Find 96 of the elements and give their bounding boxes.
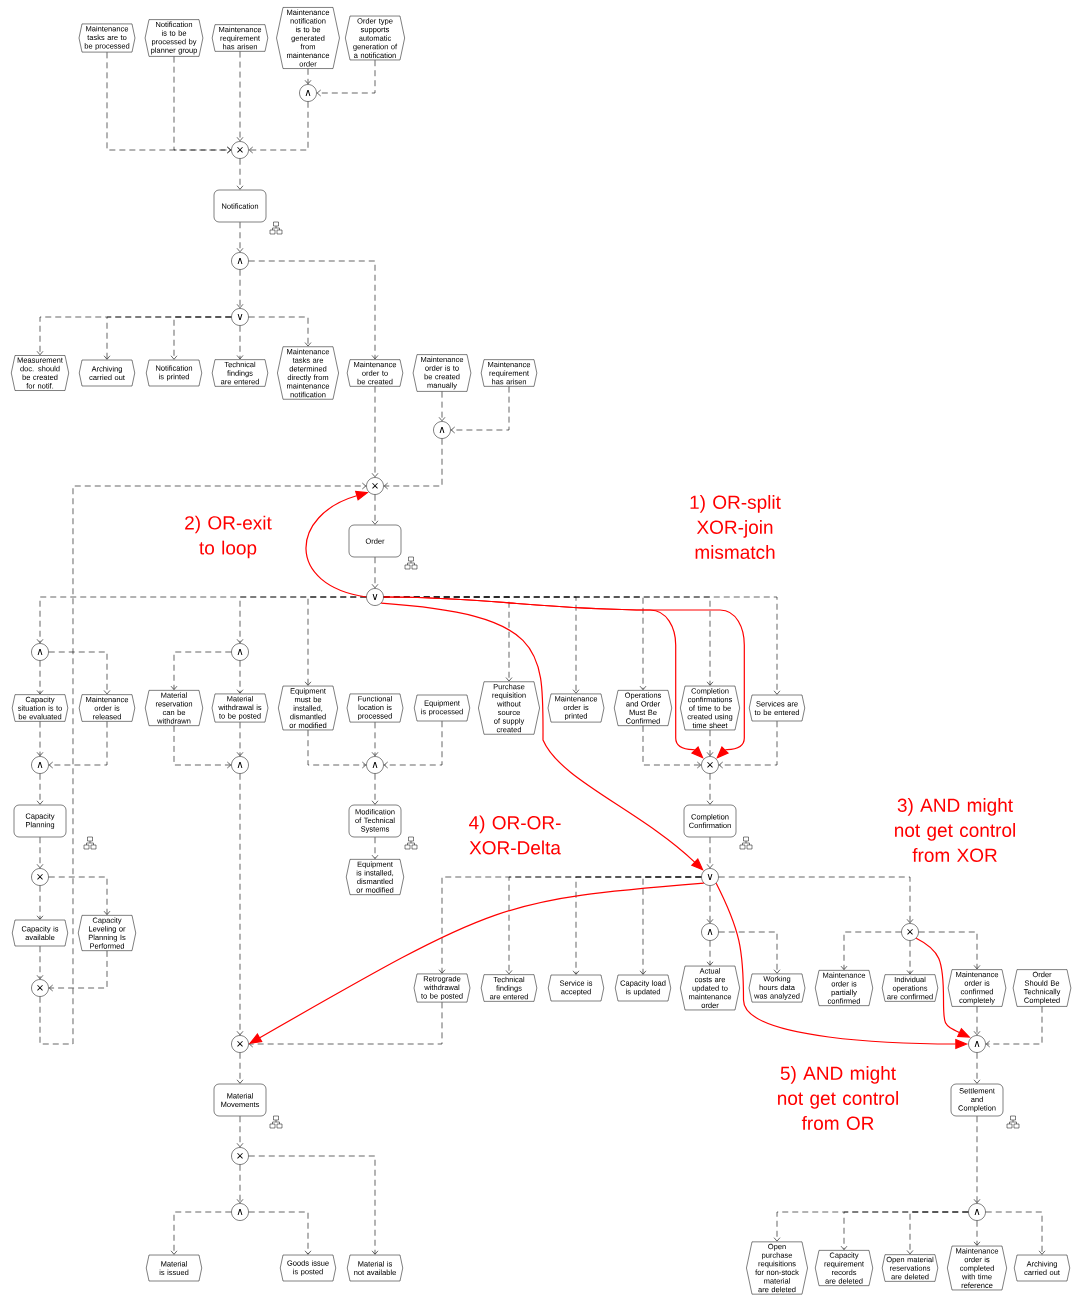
arrow [718,876,914,924]
arrow [36,945,44,980]
logic-connector: ∧ [366,756,384,774]
arrow [840,931,902,970]
logic-connector: ∧ [701,923,719,941]
logic-connector: × [231,141,249,159]
annotation-text: 3) AND might not get control from XOR [895,798,1015,862]
arrow [236,1115,244,1148]
arrow [236,51,244,142]
logic-connector: ∧ [31,756,49,774]
logic-connector: × [31,979,49,997]
arrow [48,651,111,695]
arrow [371,556,379,589]
arrow [173,725,232,769]
arrow [39,482,367,1045]
arrow [973,1052,981,1084]
logic-connector: × [701,756,719,774]
arrow [371,722,379,757]
arrow [639,876,702,975]
logic-connector: ∨ [366,588,384,606]
annotation-text: 1) OR-split XOR-join mismatch [690,495,781,559]
logic-connector: × [31,868,49,886]
logic-connector: × [901,923,919,941]
arrow [236,158,244,190]
arrow [236,1164,244,1204]
arrow [973,1006,981,1036]
arrow [718,931,781,974]
arrow [236,221,244,253]
logic-connector: × [231,1035,249,1053]
logic-connector: × [366,477,384,495]
annotation-arrow [380,602,704,871]
arrow [248,1211,312,1255]
arrow [48,721,108,769]
logic-connector: ∧ [231,756,249,774]
arrow [236,722,244,757]
logic-connector: ∧ [31,643,49,661]
arrow [36,836,44,869]
arrow [706,885,714,924]
logic-connector: ∧ [968,1203,986,1221]
arrow [248,260,379,360]
logic-connector: ∧ [433,421,451,439]
arrow [36,721,44,757]
logic-connector: ∧ [299,84,317,102]
arrow [173,56,232,154]
logic-connector: ∨ [701,868,719,886]
arrow [985,1211,1046,1255]
arrow [236,269,244,309]
arrow [236,325,244,360]
arrow [973,1220,981,1246]
arrow [304,68,312,85]
arrow [706,773,714,805]
arrow [438,391,446,422]
arrow [248,316,312,347]
arrow [170,1211,232,1255]
arrow [304,596,367,686]
arrow [236,660,244,694]
logic-connector: ∧ [231,643,249,661]
arrow [36,660,44,695]
arrow [706,729,714,757]
arrow [248,101,309,154]
arrow [36,885,44,920]
arrow [450,386,510,434]
arrow [236,773,244,1036]
arrow [36,773,44,805]
arrow [48,876,111,915]
logic-connector: ∨ [231,308,249,326]
logic-connector: ∧ [231,1203,249,1221]
arrow [706,836,714,869]
annotation-text: 2) OR-exit to loop [185,515,272,559]
arrow [316,59,376,97]
arrow [383,438,443,490]
arrow [371,494,379,525]
arrow [918,931,981,970]
arrow [307,729,367,769]
arrow [642,725,702,769]
arrow [706,940,714,966]
arrow [371,386,379,478]
arrow [985,1006,1043,1048]
logic-connector: ∧ [231,252,249,270]
arrow [906,1211,969,1255]
arrow [170,651,232,690]
arrow [973,1115,981,1204]
arrow [236,1052,244,1084]
arrow [248,1155,379,1255]
arrow [718,720,778,769]
arrow [371,773,379,805]
arrow [906,940,914,975]
arrow [170,316,232,360]
annotation-text: 5) AND might not get control from OR [778,1066,898,1130]
annotation-text: 4) OR-OR-XOR-Delta [469,815,561,855]
arrow [371,836,379,859]
arrow [383,720,443,769]
logic-connector: ∧ [968,1035,986,1053]
logic-connector: × [231,1147,249,1165]
arrow [48,950,108,992]
arrow [248,1002,443,1048]
